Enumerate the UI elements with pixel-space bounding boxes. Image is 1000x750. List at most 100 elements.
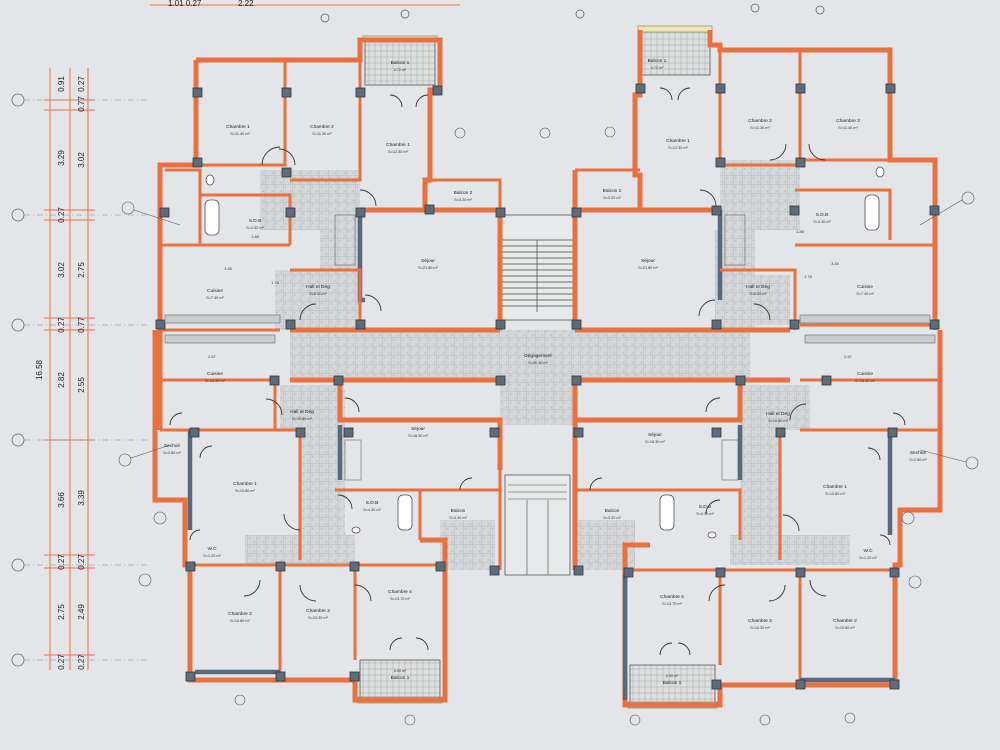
area-bl-chambre4: S=13.70 m² xyxy=(390,597,410,601)
left-dim-o7: 3.66 xyxy=(57,492,66,508)
area-bl-balcon: S=3.30 m² xyxy=(449,516,467,520)
left-dim-o10: 0.27 xyxy=(57,654,66,670)
area-tl-cuisine: S=7.40 m² xyxy=(206,296,224,300)
left-dimensions: 0.91 3.29 0.27 3.02 0.27 2.82 3.66 0.27 … xyxy=(11,68,150,670)
area-tl-chambre1: S=11.40 m² xyxy=(230,132,250,136)
top-dimensions: 1.01 0.27 2.22 xyxy=(150,0,825,23)
left-dim-o8: 0.27 xyxy=(57,554,66,570)
walls xyxy=(152,30,943,708)
left-dim-o6: 2.82 xyxy=(57,372,66,388)
left-dim-o5: 0.27 xyxy=(57,317,66,333)
area-tr-hall: S=8.60 m² xyxy=(749,292,767,296)
left-dim-i10: 0.27 xyxy=(77,654,86,670)
left-dim-i1: 0.27 xyxy=(77,76,86,92)
area-tl-balcon: 4.72 m² xyxy=(394,68,408,72)
top-dim-1: 1.01 0.27 xyxy=(168,0,202,8)
label-tr-balcon2: Balcon 2 xyxy=(603,188,622,194)
area-br-chambre3: S=10.30 m² xyxy=(750,626,770,630)
area-bl-cuisine: S=13.30 m² xyxy=(205,379,225,383)
dim-tr-b: 1.88 xyxy=(796,230,803,234)
label-tr-hall: Hall et Dég xyxy=(746,284,770,290)
staircase xyxy=(499,214,576,576)
area-br-chambre1: S=10.80 m² xyxy=(825,492,845,496)
label-bl-sejour: Séjour xyxy=(411,426,425,432)
label-tl-chambre-big: Chambre 1 xyxy=(386,142,410,148)
label-bl-chambre2: Chambre 2 xyxy=(228,611,252,617)
circulation-zones xyxy=(245,160,850,570)
area-tl-sejour: S=21.80 m² xyxy=(418,266,438,270)
label-br-chambre2: Chambre 2 xyxy=(833,618,857,624)
left-dim-o4: 3.02 xyxy=(57,262,66,278)
area-tr-balcon2: S=3.20 m² xyxy=(603,196,621,200)
label-tl-cuisine: Cuisine xyxy=(207,288,223,294)
label-tl-balcon2: Balcon 2 xyxy=(454,190,473,196)
left-dim-i6: 2.55 xyxy=(77,377,86,393)
area-bl-chambre1: S=10.80 m² xyxy=(235,489,255,493)
door-swings xyxy=(169,87,906,656)
area-bl-chambre3: S=10.30 m² xyxy=(308,616,328,620)
area-degagement: S=40.30 m² xyxy=(528,361,548,365)
area-tl-balcon2: S=3.20 m² xyxy=(454,198,472,202)
label-tl-chambre2: Chambre 2 xyxy=(310,124,334,130)
area-bl-sdb: S=4.30 m² xyxy=(363,508,381,512)
area-bl-wc: S=1.20 m² xyxy=(203,554,221,558)
label-bl-balcon: Balcon xyxy=(451,508,466,514)
dim-tr-a: 3.45 xyxy=(831,262,838,266)
label-br-hall: Hall et Dég xyxy=(766,411,790,417)
dim-tl-c: 2.57 xyxy=(208,355,215,359)
area-br-sejour: S=18.30 m² xyxy=(645,440,665,444)
left-dim-o1: 0.91 xyxy=(57,76,66,92)
label-tr-chambre3: Chambre 3 xyxy=(836,118,860,124)
left-dim-i8: 0.27 xyxy=(77,554,86,570)
area-bl-balcon1: 4.90 m² xyxy=(394,669,408,673)
area-tl-hall: S=8.60 m² xyxy=(309,292,327,296)
dim-tr-c: 2.57 xyxy=(844,355,851,359)
label-tl-hall: Hall et Dég xyxy=(306,284,330,290)
label-tl-chambre1: Chambre 1 xyxy=(226,124,250,130)
left-dim-i9: 2.49 xyxy=(77,604,86,620)
area-tr-chambre-big: S=12.30 m² xyxy=(668,146,688,150)
area-tr-cuisine: S=7.40 m² xyxy=(856,292,874,296)
area-tr-chambre2: S=11.30 m² xyxy=(750,126,770,130)
area-br-wc: S=1.20 m² xyxy=(859,556,877,560)
area-tr-chambre3: S=11.40 m² xyxy=(838,126,858,130)
left-dim-i4: 2.75 xyxy=(77,262,86,278)
label-tr-sejour: Séjour xyxy=(641,258,655,264)
area-tr-sdb: S=4.30 m² xyxy=(813,220,831,224)
label-bl-cuisine: Cuisine xyxy=(207,371,223,377)
area-br-sechoir: S=2.80 m² xyxy=(909,458,927,462)
left-dim-o3: 0.27 xyxy=(57,207,66,223)
area-br-cuisine: S=13.30 m² xyxy=(855,379,875,383)
area-tl-chambre-big: S=12.30 m² xyxy=(388,150,408,154)
area-br-balcon: S=3.30 m² xyxy=(603,516,621,520)
area-br-chambre4: S=13.70 m² xyxy=(662,602,682,606)
label-br-sejour: Séjour xyxy=(648,432,662,438)
label-br-chambre3: Chambre 3 xyxy=(748,618,772,624)
area-br-hall: S=10.80 m² xyxy=(768,419,788,423)
area-br-chambre2: S=10.80 m² xyxy=(835,626,855,630)
label-bl-balcon1: Balcon 1 xyxy=(391,675,410,681)
label-br-wc: W.C xyxy=(863,548,873,554)
area-tr-sejour: S=21.80 m² xyxy=(638,266,658,270)
left-dim-total: 16.58 xyxy=(35,359,44,380)
area-bl-sejour: S=18.30 m² xyxy=(408,434,428,438)
label-br-balcon1: Balcon 1 xyxy=(663,680,682,686)
label-bl-chambre3: Chambre 3 xyxy=(306,608,330,614)
label-tl-balcon: Balcon 1 xyxy=(391,60,410,66)
dim-tl-a: 3.45 xyxy=(224,267,231,271)
left-dim-i7: 3.39 xyxy=(77,490,86,506)
dim-tl-d: 1.78 xyxy=(271,281,278,285)
left-dim-i3: 3.02 xyxy=(77,152,86,168)
dim-tr-d: 1.78 xyxy=(804,275,811,279)
left-dim-o9: 2.75 xyxy=(57,604,66,620)
area-bl-chambre2: S=10.80 m² xyxy=(230,619,250,623)
label-br-sechoir: Sechoir xyxy=(910,450,927,456)
label-bl-wc: W.C xyxy=(207,546,217,552)
area-tl-sdb: S=4.30 m² xyxy=(246,226,264,230)
left-dim-o2: 3.29 xyxy=(57,150,66,166)
label-tl-sejour: Séjour xyxy=(421,258,435,264)
label-tr-cuisine: Cuisine xyxy=(857,284,873,290)
label-bl-sechoir: Sechoir xyxy=(164,443,181,449)
label-degagement: Dégagement xyxy=(524,353,552,359)
